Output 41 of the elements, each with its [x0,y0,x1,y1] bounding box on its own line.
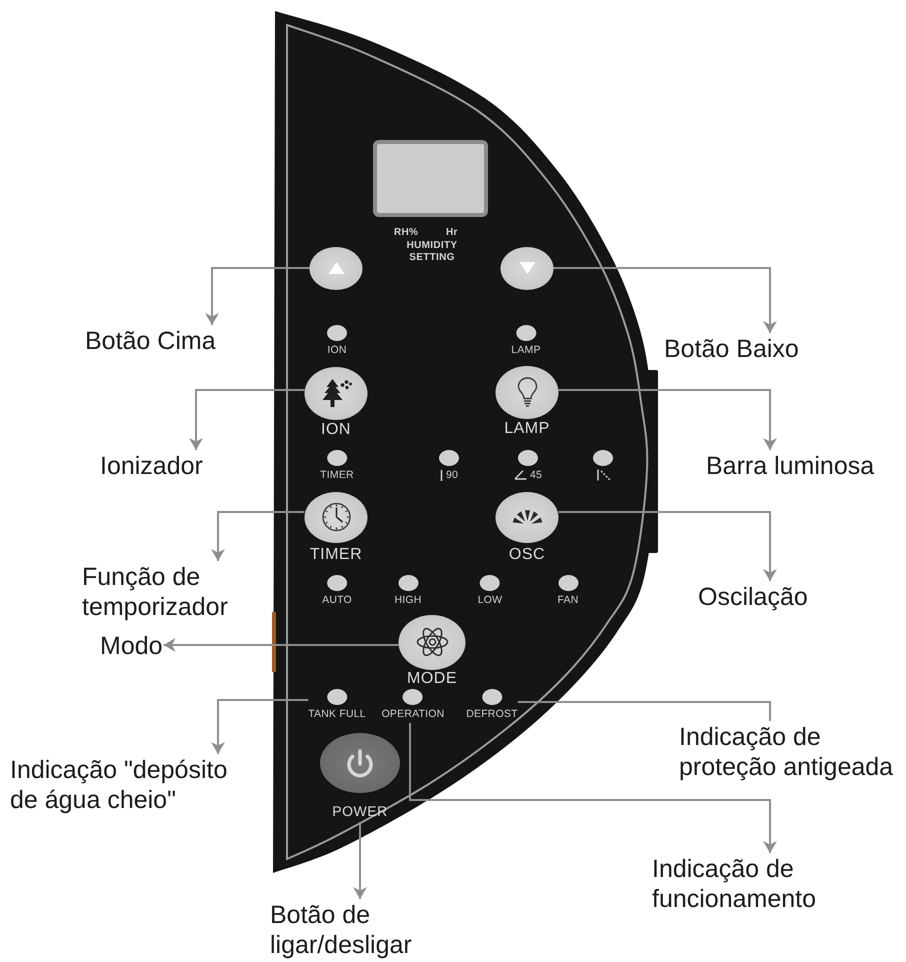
callout-label: Indicação de proteção antigeada [679,722,894,782]
indicator-label: TANK FULL [308,708,366,720]
button-label: ION [321,420,351,438]
callout-label: Modo [100,631,163,661]
display-label: HUMIDITY SETTING [406,240,458,264]
callout-label: Indicação de funcionamento [652,854,818,914]
indicator-label: AUTO [322,594,352,606]
button-label: LAMP [504,420,550,438]
callout-label: Barra luminosa [706,451,874,481]
callout-label: Ionizador [100,451,203,481]
indicator-label: 90 [446,469,458,481]
indicator-label: DEFROST [466,708,518,720]
leader-arrow [189,389,304,450]
callout-label: Botão Baixo [664,334,799,364]
indicator-label: 45 [530,469,542,481]
callout-label: Botão Cima [85,326,216,356]
display-label: Hr [446,227,458,239]
callout-label: Indicação "depósito de água cheio" [10,755,228,815]
leader-arrow [205,267,310,325]
button-label: OSC [508,546,546,564]
callout-label: Função de temporizador [82,562,229,622]
leader-arrow [558,389,777,450]
leader-arrow [211,699,308,754]
indicator-label: TIMER [320,469,354,481]
indicator-label: LOW [478,594,502,606]
button-label: TIMER [310,546,362,564]
callout-label: Oscilação [698,582,808,612]
indicator-label: LAMP [511,344,541,356]
button-label: MODE [407,670,457,688]
leader-line [518,701,771,721]
leader-arrow [164,638,398,652]
indicator-label: ION [327,344,347,356]
indicator-label: OPERATION [382,708,444,720]
leader-arrow [409,723,777,853]
leader-arrow [558,511,777,581]
indicator-label: HIGH [394,594,422,606]
display-label: RH% [394,227,418,239]
leader-arrow [211,511,304,561]
indicator-label: FAN [557,594,579,606]
leader-arrow [554,267,777,333]
callout-label: Botão de ligar/desligar [270,900,413,960]
